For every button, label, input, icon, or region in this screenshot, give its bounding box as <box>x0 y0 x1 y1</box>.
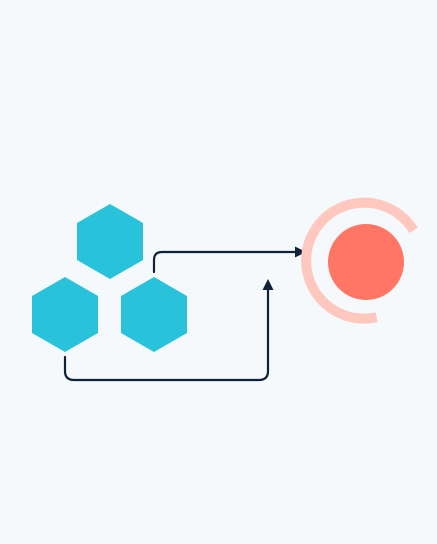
arrowhead-up <box>262 279 274 290</box>
hexagon-bottom-right-node <box>121 277 187 352</box>
connector-hexagon-to-target <box>152 250 297 274</box>
arrowhead-right <box>295 246 306 258</box>
connector-hexagon-to-connector <box>63 288 270 382</box>
hexagon-bottom-left-node <box>32 277 98 352</box>
hexagon-top-node <box>77 204 143 279</box>
target-core-circle <box>328 224 404 300</box>
target-open-ring <box>301 197 418 324</box>
